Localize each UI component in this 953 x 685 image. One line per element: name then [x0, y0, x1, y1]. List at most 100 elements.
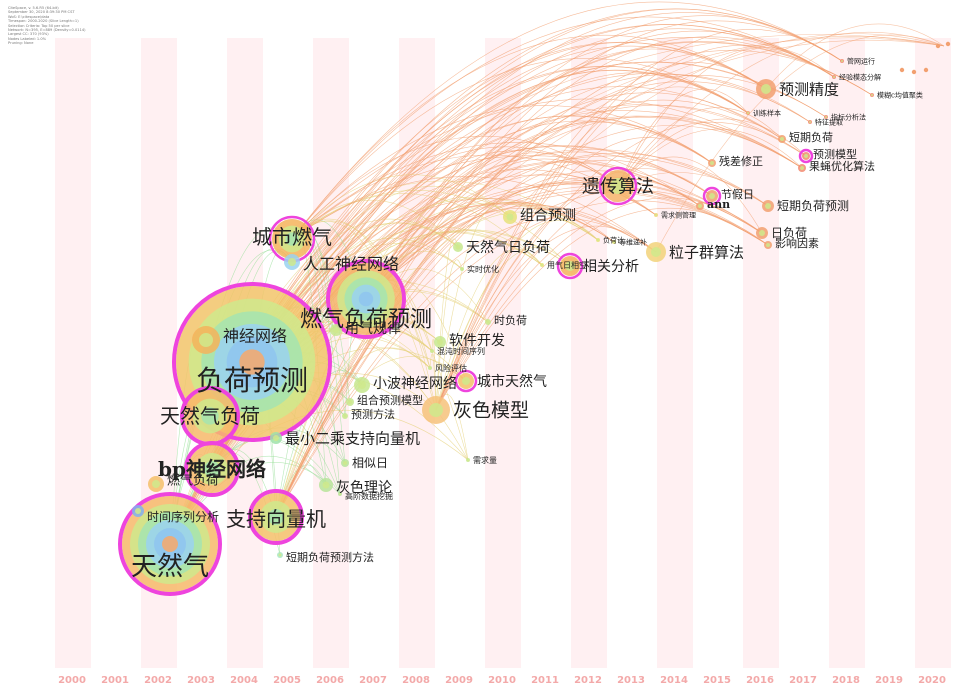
year-band	[657, 38, 693, 668]
keyword-label: 城市燃气	[252, 225, 332, 249]
keyword-node-shishi[interactable]	[460, 267, 464, 271]
keyword-node-tezheng[interactable]	[808, 120, 812, 124]
node-ring	[486, 320, 490, 324]
co-occurrence-edge	[291, 1, 843, 240]
keyword-node-dengwei[interactable]	[612, 240, 616, 244]
keyword-label: 天然气	[131, 552, 209, 582]
keyword-node-jingyan[interactable]	[832, 75, 836, 79]
co-occurrence-edge	[435, 44, 835, 411]
keyword-label: 训练样本	[753, 108, 781, 117]
keyword-node-shifuhe[interactable]	[485, 319, 491, 325]
node-ring	[804, 154, 808, 158]
keyword-node-yongqi_xiang[interactable]	[540, 263, 544, 267]
keyword-node-gaocan[interactable]	[338, 492, 342, 496]
node-ring	[800, 166, 804, 170]
keyword-node-yuce_jingdu[interactable]	[756, 79, 776, 99]
node-ring	[655, 214, 657, 216]
node-ring	[199, 333, 213, 347]
node-ring	[780, 137, 784, 141]
keyword-node-shijian_xulie[interactable]	[132, 505, 144, 517]
keyword-node-bp[interactable]	[184, 441, 240, 497]
keyword-node-yichuan[interactable]	[598, 166, 638, 206]
year-label: 2015	[703, 675, 731, 685]
keyword-node-fuhe_tx[interactable]	[596, 238, 600, 242]
co-occurrence-edge	[291, 180, 599, 241]
keyword-node-ranqi_fuhe[interactable]	[148, 476, 164, 492]
keyword-label: 残差修正	[719, 154, 763, 168]
keyword-node-duanqi_fuhe_yuce[interactable]	[762, 200, 774, 212]
co-occurrence-edge	[275, 331, 433, 518]
keyword-node-guoying[interactable]	[798, 164, 806, 172]
keyword-node-zhibiao[interactable]	[824, 115, 828, 119]
keyword-node-zuixiao[interactable]	[270, 432, 282, 444]
year-label: 2000	[58, 675, 86, 685]
keyword-node-rengong[interactable]	[284, 254, 300, 270]
keyword-node-jiari[interactable]	[702, 186, 722, 206]
co-occurrence-edge	[291, 105, 713, 240]
keyword-node-xiangsiri[interactable]	[341, 459, 349, 467]
co-occurrence-edge	[275, 217, 657, 518]
co-occurrence-edge	[209, 37, 873, 417]
keyword-node-tianranqi[interactable]	[118, 492, 222, 596]
keyword-label: 用气规律	[345, 321, 401, 337]
keyword-node-zuhe_yuce[interactable]	[503, 210, 517, 224]
co-occurrence-edge	[291, 176, 657, 253]
keyword-node-duanqi_fuhe[interactable]	[778, 135, 786, 143]
node-ring	[541, 264, 543, 266]
keyword-node-chengshi_tianranqi[interactable]	[454, 369, 478, 393]
node-ring	[825, 116, 827, 118]
co-occurrence-edge	[435, 205, 511, 411]
year-label: 2002	[144, 675, 172, 685]
keyword-node-xiaobo[interactable]	[354, 377, 370, 393]
node-ring	[358, 291, 374, 307]
keyword-node-xuqiu[interactable]	[466, 458, 470, 462]
keyword-node-linghan[interactable]	[430, 349, 434, 353]
keyword-node-xuqiuce[interactable]	[654, 213, 658, 217]
co-occurrence-edge	[251, 182, 769, 363]
keyword-node-huise_moxing[interactable]	[422, 396, 450, 424]
keyword-labels: 天然气负荷预测燃气负荷预测城市燃气人工神经网络神经网络天然气负荷bp神经网络支持…	[131, 56, 923, 582]
keyword-node-zhichi[interactable]	[248, 489, 304, 545]
co-occurrence-edge	[617, 31, 945, 187]
keyword-node	[923, 67, 929, 73]
year-band	[829, 38, 865, 668]
keyword-node-zuhe_moxing[interactable]	[346, 398, 354, 406]
keyword-node-ruanjian[interactable]	[434, 336, 446, 348]
keyword-node-fengxian[interactable]	[428, 366, 432, 370]
keyword-node-yingxiang[interactable]	[764, 241, 772, 249]
keyword-node-tianranqi_fuhe[interactable]	[180, 386, 240, 446]
keyword-label: 负荷计…	[603, 235, 631, 244]
year-label: 2008	[402, 675, 430, 685]
keyword-node-xiangguan[interactable]	[556, 252, 584, 280]
keyword-node-cancha[interactable]	[708, 159, 716, 167]
keyword-node-mohu[interactable]	[870, 93, 874, 97]
co-occurrence-edge	[435, 248, 543, 411]
keyword-label: 软件开发	[449, 333, 505, 349]
keyword-node-yuce_moxing[interactable]	[798, 148, 814, 164]
burst-ring	[798, 148, 814, 164]
keyword-node-shenjing[interactable]	[192, 326, 220, 354]
co-occurrence-edge	[209, 42, 767, 417]
keyword-node-tianranqi_rifuhe[interactable]	[453, 242, 463, 252]
keyword-node-duanqi_fangfa[interactable]	[277, 552, 283, 558]
co-occurrence-edge	[431, 338, 437, 411]
keyword-node-guanwang[interactable]	[840, 59, 844, 63]
node-ring	[610, 178, 626, 194]
keyword-node-yongqi_guilv[interactable]	[330, 324, 342, 336]
node-ring	[343, 414, 347, 418]
keyword-label: 指标分析法	[831, 112, 866, 121]
keyword-node-ranqi_fuhe_yuce[interactable]	[326, 259, 406, 339]
keyword-node-huise_lilun[interactable]	[319, 478, 333, 492]
node-ring	[467, 459, 469, 461]
keyword-node-lizi[interactable]	[646, 242, 666, 262]
keyword-node-xunlian[interactable]	[746, 111, 750, 115]
year-label: 2019	[875, 675, 903, 685]
keyword-label: 管网运行	[847, 56, 875, 65]
keyword-node-yuce_fangfa[interactable]	[342, 413, 348, 419]
keyword-node-rifuhe[interactable]	[756, 227, 768, 239]
burst-ring	[248, 489, 304, 545]
co-occurrence-edge	[275, 158, 619, 518]
keyword-label: 天然气负荷	[160, 404, 260, 428]
keyword-node-ann[interactable]	[696, 202, 704, 210]
